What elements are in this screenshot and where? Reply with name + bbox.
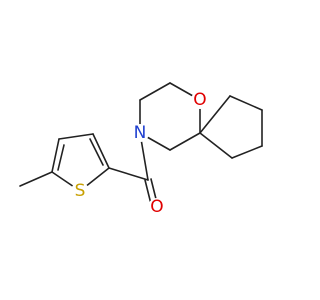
oxygen-ring-bg — [191, 91, 209, 109]
bond-spiro-to-cp1 — [199, 95, 231, 134]
bond-cp3-to-cp4 — [231, 145, 263, 159]
sulfur-bg — [71, 182, 89, 200]
bond-tc4-to-tc5-inner — [57, 144, 65, 171]
sulfur-atom: S — [75, 181, 86, 201]
oxygen-carbonyl-bg — [148, 198, 166, 216]
bond-tc4-to-tc5 — [51, 138, 60, 173]
bond-tc3-to-tc4 — [58, 133, 94, 140]
bond-carbonyl-double-a — [144, 179, 152, 205]
bonds — [19, 82, 263, 205]
bond-cp1-to-cp2 — [229, 95, 263, 111]
molecule-structure-diagram: O N O S — [19, 82, 263, 217]
nitrogen-bg — [131, 124, 149, 142]
bond-c3-to-spiro — [169, 132, 201, 151]
bond-tc5-to-methyl — [19, 171, 53, 187]
bond-carbonyl-to-thiophene — [108, 167, 149, 181]
nitrogen-atom: N — [134, 123, 147, 143]
atom-labels: O N O S — [71, 90, 209, 217]
bond-c1-to-c2 — [139, 82, 171, 101]
bond-tc2-to-tc3-inner — [89, 138, 104, 166]
bond-cp4-to-spiro — [199, 132, 233, 159]
oxygen-carbonyl-atom: O — [150, 197, 163, 217]
oxygen-ring-atom: O — [193, 90, 206, 110]
bond-tc2-to-tc3 — [92, 133, 110, 169]
